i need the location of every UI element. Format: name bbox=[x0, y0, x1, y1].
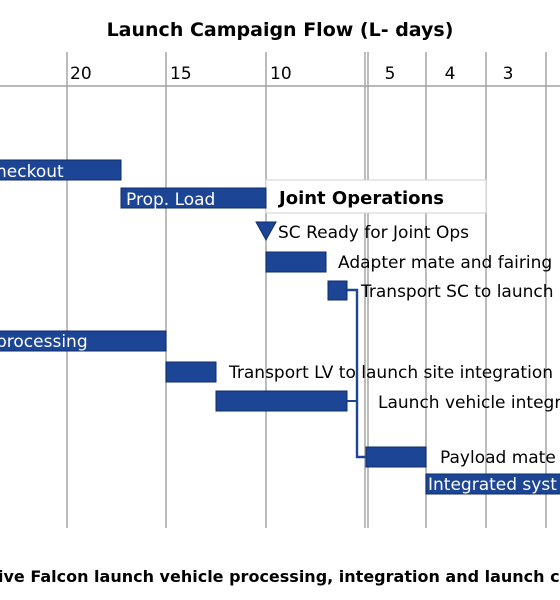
tick-label: 5 bbox=[385, 64, 396, 84]
task-label: Integrated syst bbox=[428, 475, 557, 495]
task-bar bbox=[327, 280, 348, 301]
tick-label: 20 bbox=[70, 64, 92, 84]
tick-labels: 20 15 10 5 4 3 bbox=[70, 64, 513, 84]
task-bar bbox=[120, 187, 267, 209]
tick-label: 4 bbox=[445, 64, 456, 84]
task-bar bbox=[165, 361, 217, 383]
task-label: processing bbox=[0, 332, 88, 352]
milestone-label: SC Ready for Joint Ops bbox=[278, 223, 469, 243]
milestone-marker bbox=[255, 221, 277, 242]
joint-ops-label: Joint Operations bbox=[277, 188, 444, 209]
tick-label: 10 bbox=[270, 64, 292, 84]
task-bar bbox=[265, 251, 327, 273]
task-label: Adapter mate and fairing bbox=[338, 253, 552, 273]
task-label: Transport LV to launch site integration bbox=[228, 363, 553, 383]
task-bar bbox=[0, 159, 122, 181]
task-bar bbox=[0, 330, 167, 352]
joint-ops-box bbox=[265, 179, 487, 214]
task-label: heckout bbox=[0, 162, 64, 182]
task-labels: Joint Operations SC Ready for Joint Ops he… bbox=[0, 162, 560, 495]
task-label: Launch vehicle integr bbox=[378, 393, 560, 413]
gridlines bbox=[0, 52, 560, 528]
tick-label: 15 bbox=[170, 64, 192, 84]
task-bar bbox=[425, 473, 560, 495]
connector-line bbox=[347, 288, 366, 459]
task-bars bbox=[0, 159, 560, 495]
task-bar bbox=[215, 390, 348, 412]
task-label: Payload mate bbox=[440, 448, 556, 468]
task-bar bbox=[365, 446, 427, 468]
figure-caption: ive Falcon launch vehicle processing, in… bbox=[0, 567, 560, 586]
task-label: Transport SC to launch bbox=[360, 282, 554, 302]
task-label: Prop. Load bbox=[126, 190, 215, 210]
tick-label: 3 bbox=[503, 64, 514, 84]
chart-title: Launch Campaign Flow (L- days) bbox=[107, 19, 454, 41]
